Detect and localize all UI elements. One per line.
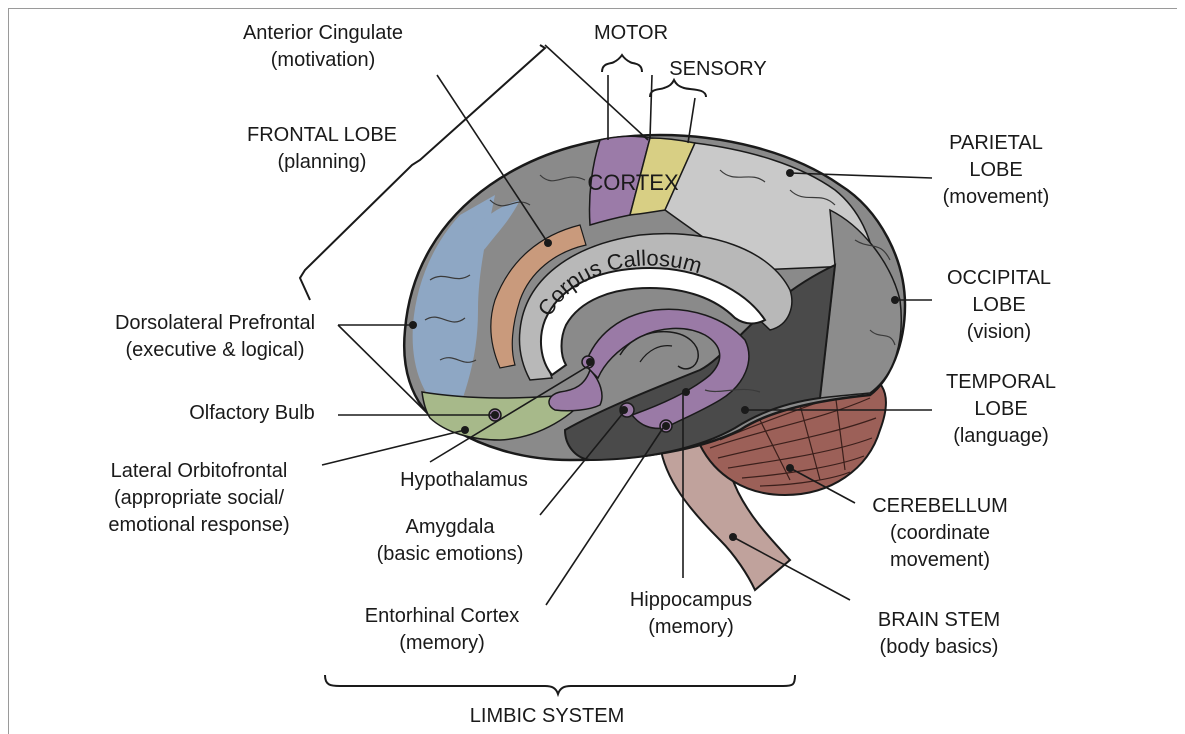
motor-label: MOTOR — [594, 20, 668, 47]
dorsolateral-prefrontal-label: Dorsolateral Prefrontal(executive & logi… — [115, 310, 315, 364]
olfactory-bulb-label: Olfactory Bulb — [189, 400, 315, 427]
cortex-label: CORTEX — [587, 170, 679, 195]
limbic-brace — [325, 675, 795, 694]
amygdala-label: Amygdala(basic emotions) — [377, 514, 524, 568]
anterior-cingulate-label: Anterior Cingulate(motivation) — [243, 20, 403, 74]
brain-stem-label: BRAIN STEM(body basics) — [878, 607, 1000, 661]
limbic-system-label: LIMBIC SYSTEM — [470, 703, 624, 730]
motor-brace — [602, 55, 642, 72]
frontal-lobe-label: FRONTAL LOBE(planning) — [247, 122, 397, 176]
hippocampus-label: Hippocampus(memory) — [630, 587, 752, 641]
hypothalamus-label: Hypothalamus — [400, 467, 528, 494]
sensory-label: SENSORY — [669, 56, 766, 83]
lateral-orbitofrontal-label: Lateral Orbitofrontal(appropriate social… — [108, 458, 289, 539]
entorhinal-cortex-label: Entorhinal Cortex(memory) — [365, 603, 520, 657]
